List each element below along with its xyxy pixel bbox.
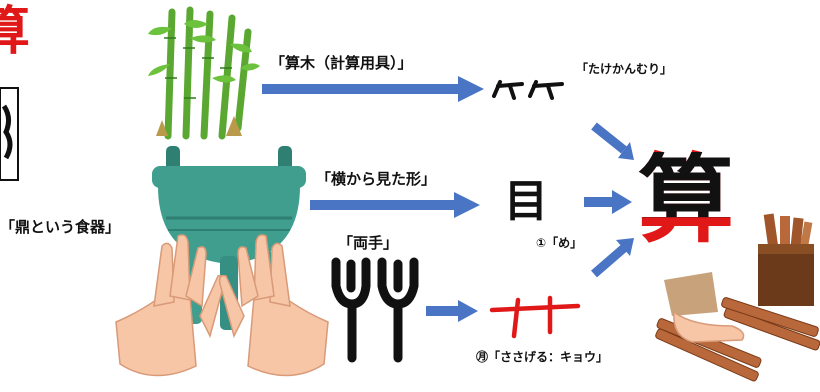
result-character-red-base: 算: [638, 143, 734, 256]
take-kanmuri-label: 「たけかんむり」: [576, 62, 673, 76]
arrow-vessel-to-me: [310, 192, 480, 218]
left-edge-seal-glyph: [0, 87, 19, 181]
arrow-bamboo-to-kanmuri: [262, 76, 484, 102]
arrow-kyou-to-result: [591, 238, 634, 278]
bamboo-label: 「算木（計算用具）」: [270, 54, 413, 72]
result-character: 算 算: [638, 152, 738, 252]
left-edge-char: 算: [0, 1, 31, 62]
hand-with-sticks-illustration: [655, 272, 820, 382]
kyou-label: ㊊「ささげる：キョウ」: [476, 350, 609, 364]
arrow-me-to-result: [584, 190, 632, 214]
arrow-kanmuri-to-result: [591, 122, 634, 160]
result-character-black-top: 算: [638, 143, 734, 256]
me-glyph: 目: [504, 176, 548, 227]
bamboo-illustration: [148, 6, 260, 140]
take-kanmuri-glyph: [492, 80, 564, 100]
ding-vessel-name-label: 「鼎という食器」: [0, 218, 121, 236]
kyou-glyph: [489, 295, 581, 339]
arrow-hands-to-kyou: [426, 300, 478, 322]
me-label: ①「め」: [536, 236, 583, 250]
counting-box-illustration: [758, 213, 814, 306]
hands-illustration: [115, 234, 329, 377]
two-hands-seal-glyph: [331, 257, 419, 363]
vessel-side-view-label: 「横から見た形」: [316, 170, 437, 188]
hands-label: 「両手」: [338, 234, 399, 252]
